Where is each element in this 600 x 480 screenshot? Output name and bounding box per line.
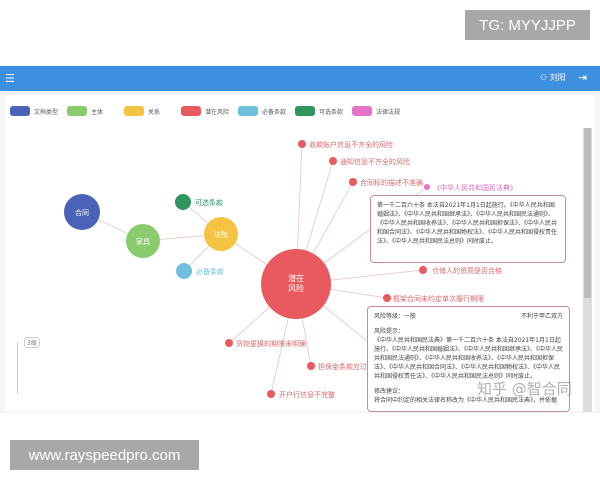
user-name: 刘阳 [549, 73, 566, 82]
scrollbar[interactable] [583, 128, 592, 412]
legend: 文档类型 主体 关系 潜在风险 必备条款 可选条款 法律法规 [10, 106, 409, 116]
advice-text: 将合同中约定的相关法律名称改为《中华人民共和国民法典》，并依据 [374, 397, 558, 404]
risk-tooltip: 风险等级：一般 不利于甲乙双方 风险提示： 《中华人民共和国民法典》第一千二百六十… [367, 306, 570, 412]
svg-text:合同标的描述不准确: 合同标的描述不准确 [360, 178, 423, 187]
node-law[interactable]: 《中华人民共和国民法典》 [424, 183, 517, 192]
menu-icon[interactable]: ☰ [5, 72, 15, 85]
svg-text:收款账户信息不齐全的风险: 收款账户信息不齐全的风险 [309, 140, 393, 149]
legend-item[interactable]: 文档类型 [10, 106, 67, 116]
user-icon: ⚇ [540, 73, 548, 82]
legend-item[interactable]: 法律法规 [352, 106, 409, 116]
hint-title: 风险提示： [374, 328, 405, 335]
svg-text:开户行信息不完整: 开户行信息不完整 [279, 390, 335, 399]
legend-label: 主体 [91, 108, 104, 116]
risk-center-label: 潜在风险 [288, 274, 304, 293]
svg-text:货物更换的期限未明确: 货物更换的期限未明确 [236, 339, 306, 348]
logout-icon[interactable]: ⇥ [578, 71, 588, 84]
risk-node[interactable]: 框架合同未约定单次履行期限 [383, 294, 484, 303]
level-slider[interactable] [17, 342, 18, 394]
svg-text:家具: 家具 [136, 237, 150, 246]
legend-label: 关系 [148, 108, 161, 116]
risk-node[interactable]: 收款账户信息不齐全的风险 [298, 140, 393, 149]
risk-node[interactable]: 通知信息不齐全的风险 [329, 157, 410, 166]
hint-text: 《中华人民共和国民法典》第一千二百六十条 本法自2021年1月1日起施行。《中华… [374, 337, 564, 380]
user-menu[interactable]: ⚇ 刘阳 [540, 72, 566, 83]
svg-text:《中华人民共和国民法典》: 《中华人民共和国民法典》 [433, 183, 517, 192]
advice-title: 修改建议： [374, 388, 405, 395]
risk-node[interactable]: 仓储人的资质是否合格 [419, 266, 502, 275]
risk-level: 风险等级：一般 [374, 313, 417, 320]
node-risk-center[interactable] [261, 249, 331, 319]
node-required[interactable]: 必备条款 [176, 263, 224, 279]
svg-text:法院: 法院 [214, 230, 228, 239]
legend-item[interactable]: 关系 [124, 106, 181, 116]
risk-side: 不利于甲乙双方 [520, 313, 563, 320]
node-optional[interactable]: 可选条款 [175, 194, 223, 210]
legend-label: 文档类型 [34, 108, 59, 116]
svg-text:框架合同未约定单次履行期限: 框架合同未约定单次履行期限 [393, 294, 484, 303]
risk-node[interactable]: 货物更换的期限未明确 [225, 339, 306, 348]
risk-node[interactable]: 开户行信息不完整 [267, 390, 335, 399]
legend-item[interactable]: 潜在风险 [181, 106, 238, 116]
legend-label: 潜在风险 [205, 108, 230, 116]
node-party[interactable]: 家具 [126, 224, 160, 258]
legend-item[interactable]: 必备条款 [238, 106, 295, 116]
legend-label: 可选条款 [319, 108, 344, 116]
law-tooltip: 第一千二百六十条 本法自2021年1月1日起施行。《中华人民共和国婚姻法》、《中… [370, 195, 566, 263]
svg-text:可选条款: 可选条款 [195, 198, 223, 207]
top-bar: ☰ ⚇ 刘阳 ⇥ [0, 66, 600, 91]
svg-text:必备条款: 必备条款 [196, 267, 224, 276]
svg-text:合同: 合同 [75, 208, 89, 217]
svg-text:担保金条款应过: 担保金条款应过 [318, 362, 367, 371]
risk-node[interactable]: 合同标的描述不准确 [349, 178, 423, 187]
level-slider-label[interactable]: 3级 [24, 337, 40, 348]
zhihu-watermark: 知乎 @智合同 [477, 380, 572, 398]
site-watermark: www.rayspeedpro.com [10, 440, 199, 470]
node-contract[interactable]: 合同 [64, 194, 100, 230]
svg-text:通知信息不齐全的风险: 通知信息不齐全的风险 [340, 157, 410, 166]
legend-item[interactable]: 主体 [67, 106, 124, 116]
risk-node[interactable]: 担保金条款应过 [307, 362, 367, 371]
legend-label: 法律法规 [376, 108, 401, 116]
legend-label: 必备条款 [262, 108, 287, 116]
legend-item[interactable]: 可选条款 [295, 106, 352, 116]
svg-text:仓储人的资质是否合格: 仓储人的资质是否合格 [432, 266, 502, 275]
knowledge-graph[interactable]: 合同 家具 法院 可选条款 必备条款 《中华人民共和国民法典》 收款账户信息不齐… [0, 0, 600, 413]
node-relation[interactable]: 法院 [204, 217, 238, 251]
tg-watermark: TG: MYYJJPP [465, 10, 590, 40]
